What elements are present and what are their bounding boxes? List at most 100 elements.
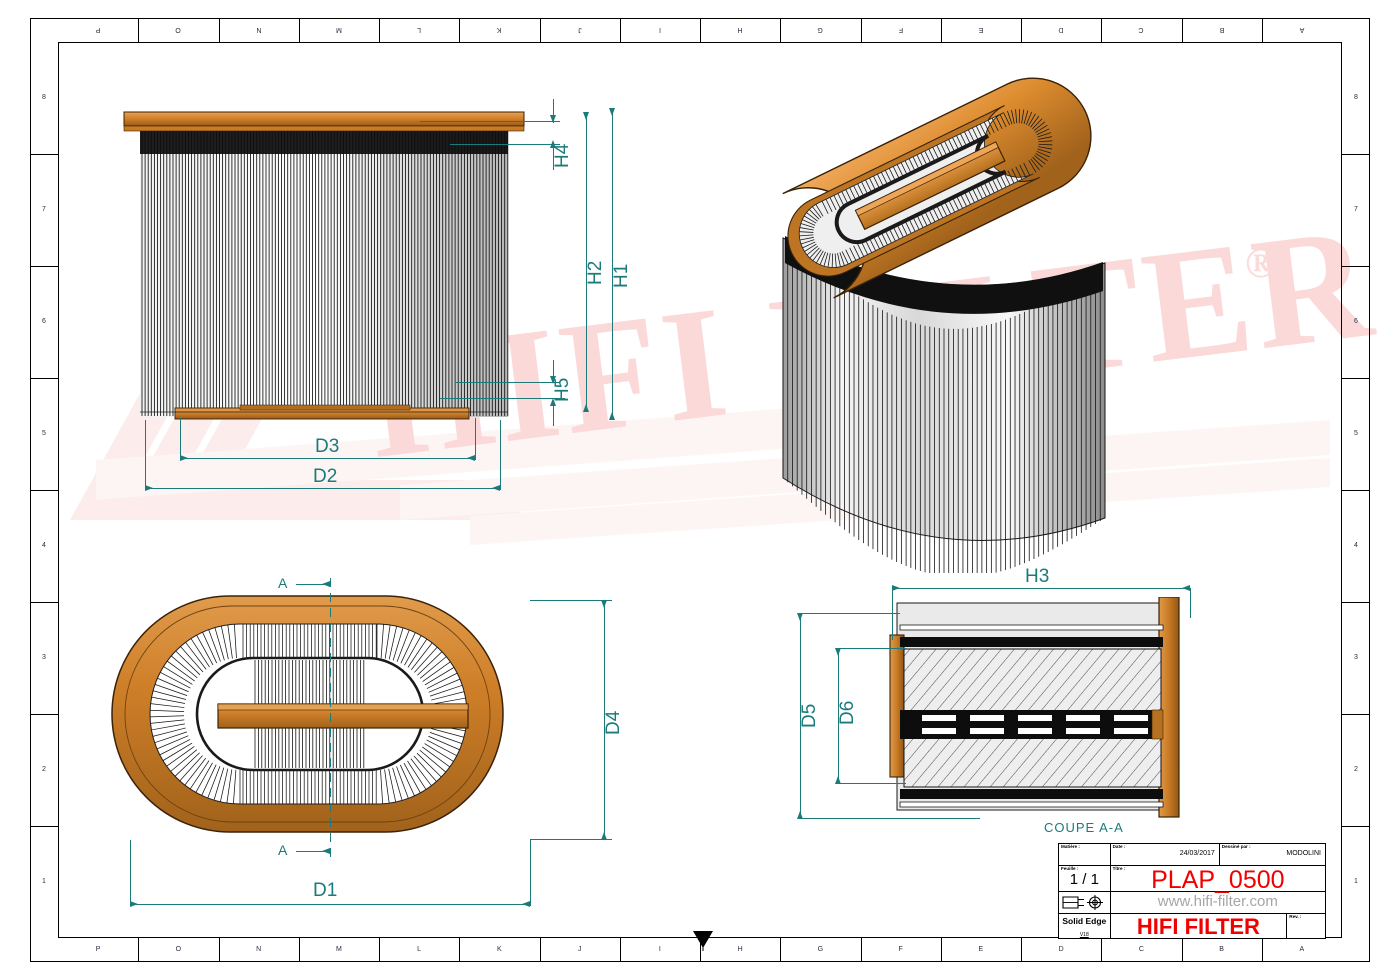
frame-zone-label: I	[658, 26, 661, 33]
frame-zone-label: 8	[42, 94, 46, 101]
frame-zone-label: G	[817, 26, 824, 33]
frame-zone-divider	[700, 18, 701, 42]
dim-h3-arrow-left	[892, 585, 900, 591]
frame-zone-label: A	[1299, 26, 1305, 33]
frame-zone-label: N	[256, 26, 262, 33]
section-arrow-head-bottom	[322, 848, 330, 854]
dim-d3-arrow-left	[180, 455, 188, 461]
frame-zone-divider	[379, 938, 380, 962]
dim-d6-arrow-bottom	[835, 776, 841, 784]
title-block-row-brand: Solid Edge V18 HIFI FILTER Rev. :	[1059, 914, 1325, 938]
dim-h4-line2	[553, 146, 555, 170]
website-cell[interactable]: www.hifi-filter.com	[1111, 892, 1325, 913]
frame-zone-label: L	[417, 946, 422, 953]
dim-h3-line	[892, 588, 1190, 590]
dim-h1-line	[612, 108, 614, 420]
date-label: Date :	[1112, 844, 1126, 849]
frame-zone-label: 5	[1354, 430, 1358, 437]
part-number-value: PLAP_0500	[1151, 866, 1285, 894]
dim-d4-arrow-bottom	[601, 832, 607, 840]
frame-zone-divider	[459, 18, 461, 42]
dim-d4-line	[604, 600, 606, 840]
frame-zone-divider	[860, 938, 862, 962]
frame-zone-label: D	[1058, 946, 1064, 953]
part-title-cell: Titre : PLAP_0500	[1111, 866, 1325, 894]
frame-zone-label: 4	[42, 542, 46, 549]
center-mark-icon	[693, 931, 713, 951]
dim-h5-line	[553, 360, 555, 382]
dim-d1-line	[130, 904, 530, 906]
frame-zone-label: 6	[42, 318, 46, 325]
frame-zone-label: K	[497, 26, 502, 33]
title-block: Matière : Date : 24/03/2017 Dessiné par …	[1058, 843, 1326, 939]
dim-label-d6: D6	[837, 700, 858, 725]
cad-system-cell: Solid Edge V18	[1059, 914, 1111, 938]
dim-label-d2: D2	[313, 466, 338, 487]
dim-d6-ext-top	[838, 648, 906, 650]
frame-zone-label: O	[175, 946, 182, 953]
frame-zone-divider	[30, 714, 58, 715]
dim-h2-line	[586, 112, 588, 412]
dim-h4-line	[553, 99, 555, 123]
section-arrow-line-bottom	[296, 851, 330, 853]
frame-zone-label: N	[256, 946, 262, 953]
frame-zone-label: I	[658, 946, 661, 953]
dim-d5-ext-bot	[800, 818, 980, 820]
frame-zone-label: F	[898, 26, 903, 33]
frame-zone-label: C	[1138, 946, 1144, 953]
dim-label-h1: H1	[611, 263, 632, 288]
website-value[interactable]: www.hifi-filter.com	[1157, 893, 1278, 910]
frame-zone-label: 1	[1354, 878, 1358, 885]
frame-zone-label: H	[737, 26, 743, 33]
frame-zone-divider	[539, 18, 541, 42]
dim-d6-arrow-top	[835, 648, 841, 656]
dim-h4-ext-top	[420, 121, 560, 123]
dim-d1-arrow-right	[522, 901, 530, 907]
frame-zone-divider	[30, 602, 58, 603]
section-marker-a-top: A	[278, 575, 288, 591]
frame-zone-divider	[539, 938, 541, 962]
dim-h3-ext-right	[1190, 588, 1192, 618]
revision-label: Rev. :	[1289, 914, 1302, 919]
cad-system-value: Solid Edge	[1062, 916, 1107, 926]
dim-d6-line	[838, 648, 840, 784]
frame-zone-label: 1	[42, 878, 46, 885]
dim-d4-ext-bot	[530, 839, 612, 841]
dim-label-d3: D3	[315, 436, 340, 457]
sheet-label: Feuille :	[1061, 866, 1079, 871]
dim-d3-ext-left	[180, 418, 182, 460]
revision-cell: Rev. :	[1287, 914, 1325, 938]
top-plan-view	[111, 595, 504, 833]
dim-label-h5: H5	[552, 377, 573, 402]
frame-zone-divider	[619, 938, 621, 962]
dim-d1-ext-left	[130, 840, 132, 906]
dim-h1-arrow-top	[609, 108, 615, 116]
drawn-by-cell: Dessiné par : MODOLINI	[1220, 844, 1325, 865]
frame-zone-divider	[298, 18, 300, 42]
frame-zone-label: H	[737, 946, 743, 953]
title-block-row-web: www.hifi-filter.com	[1059, 892, 1325, 914]
dim-h5-ext-bot	[440, 398, 565, 400]
dim-d3-ext-right	[475, 418, 477, 460]
frame-zone-label: 2	[42, 766, 46, 773]
frame-zone-divider	[619, 18, 621, 42]
dim-d1-ext-right	[530, 840, 532, 906]
frame-zone-label: M	[335, 946, 342, 953]
dim-d4-ext-top	[530, 600, 612, 602]
frame-zone-label: 3	[42, 654, 46, 661]
section-arrow-line-top	[296, 584, 330, 586]
dim-d5-arrow-bottom	[797, 811, 803, 819]
frame-zone-divider	[138, 18, 140, 42]
dim-d4-arrow-top	[601, 600, 607, 608]
dim-d5-arrow-top	[797, 613, 803, 621]
frame-zone-divider	[1342, 714, 1370, 715]
date-cell: Date : 24/03/2017	[1111, 844, 1220, 865]
frame-zone-divider	[1342, 602, 1370, 603]
dim-h4-ext-bot	[450, 144, 560, 146]
frame-zone-divider	[1261, 18, 1263, 42]
drawn-by-value: MODOLINI	[1286, 850, 1321, 857]
frame-zone-label: L	[417, 26, 422, 33]
frame-zone-divider	[218, 938, 220, 962]
frame-zone-divider	[1342, 378, 1370, 379]
frame-zone-label: M	[335, 26, 342, 33]
